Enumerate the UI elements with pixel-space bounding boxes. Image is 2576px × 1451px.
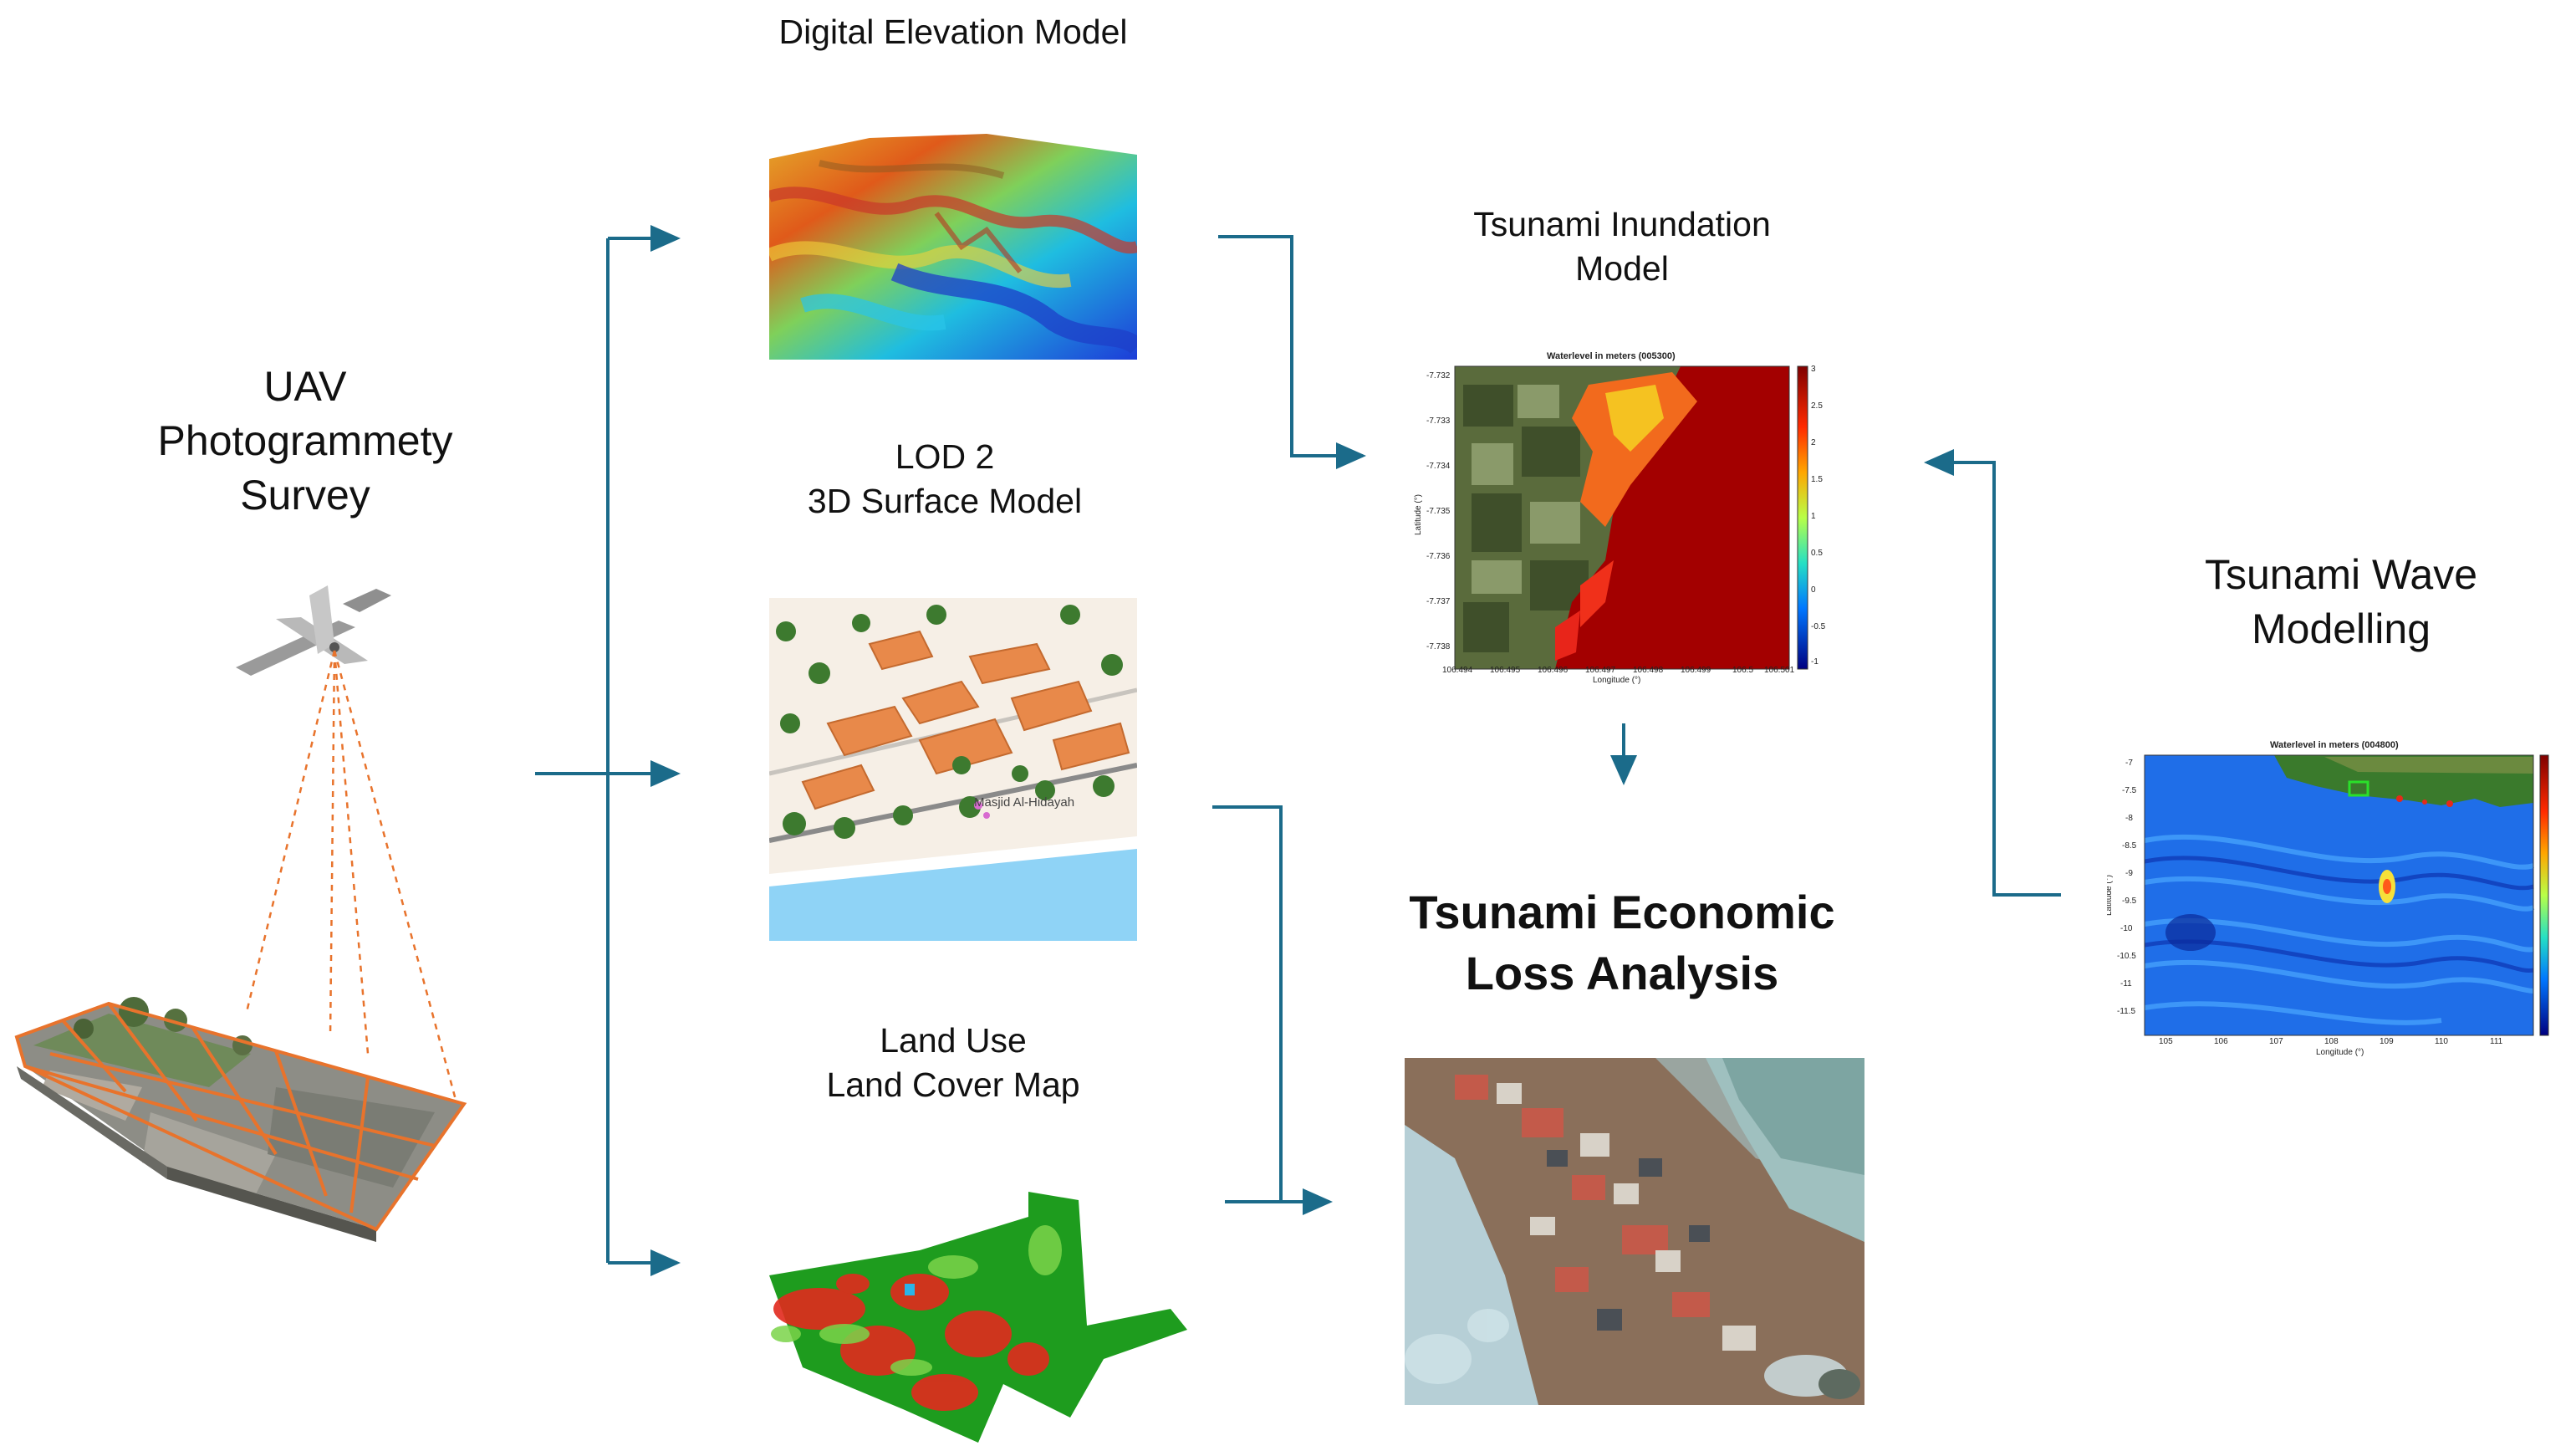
wave-y-tick-5: -9 xyxy=(2125,869,2133,878)
wave-model-plot: Waterlevel in meters (004800) Latitude (… xyxy=(2107,740,2558,1062)
inundation-y-tick-2: -7.733 xyxy=(1426,416,1451,426)
inundation-plot: Waterlevel in meters (005300) Latitud xyxy=(1413,351,1831,686)
lulc-map-image xyxy=(752,1167,1204,1451)
wave-y-tick-10: -11.5 xyxy=(2117,1007,2136,1016)
inundation-x-label: Longitude (°) xyxy=(1593,676,1641,685)
inundation-x-tick-8: 106.501 xyxy=(1764,666,1795,675)
footprint-grid xyxy=(14,1001,467,1232)
inundation-y-tick-5: -7.736 xyxy=(1426,552,1451,561)
inundation-cbar-tick-6: 0.5 xyxy=(1811,549,1823,558)
inundation-y-tick-6: -7.737 xyxy=(1426,597,1451,606)
uav-label-line-1: UAV xyxy=(263,363,347,410)
loss-title-line-1: Tsunami Economic xyxy=(1409,886,1835,938)
inundation-cbar-tick-9: -1 xyxy=(1811,657,1819,667)
wave-x-label: Longitude (°) xyxy=(2316,1048,2364,1057)
dem-terrain-graphic xyxy=(769,134,1137,360)
wave-x-tick-1: 105 xyxy=(2159,1037,2173,1046)
inundation-x-tick-5: 106.498 xyxy=(1633,666,1664,675)
loss-analysis-image xyxy=(1405,1058,1864,1405)
lulc-title-line-2: Land Cover Map xyxy=(826,1065,1080,1105)
inundation-cbar-tick-3: 2 xyxy=(1811,438,1816,447)
dem-title-text: Digital Elevation Model xyxy=(778,13,1128,51)
wave-plot-graphic xyxy=(2144,754,2549,1036)
inundation-y-tick-7: -7.738 xyxy=(1426,642,1451,651)
inundation-plot-title: Waterlevel in meters (005300) xyxy=(1547,351,1676,361)
inundation-cbar-tick-7: 0 xyxy=(1811,585,1816,595)
wave-title-line-1: Tsunami Wave xyxy=(2204,551,2478,598)
lulc-title: Land Use Land Cover Map xyxy=(744,1019,1162,1108)
dem-terrain-image xyxy=(769,130,1137,360)
lod2-city-graphic xyxy=(769,605,1137,941)
wave-x-tick-6: 110 xyxy=(2435,1037,2448,1046)
wave-y-label: Latitude (°) xyxy=(2107,874,2114,917)
inundation-x-tick-6: 106.499 xyxy=(1681,666,1711,675)
wave-y-tick-9: -11 xyxy=(2120,979,2132,989)
wave-x-tick-2: 106 xyxy=(2214,1037,2228,1046)
wave-y-tick-8: -10.5 xyxy=(2117,952,2136,961)
arrow-dem-to-inundation xyxy=(1218,235,1366,469)
wave-x-tick-4: 108 xyxy=(2324,1037,2339,1046)
inundation-title: Tsunami Inundation Model xyxy=(1405,202,1839,292)
uav-survey-label: UAV Photogrammety Survey xyxy=(84,360,527,523)
inundation-x-tick-4: 106.497 xyxy=(1585,666,1616,675)
uav-label-line-3: Survey xyxy=(240,472,370,519)
inundation-x-tick-1: 106.494 xyxy=(1442,666,1473,675)
inundation-x-tick-3: 106.496 xyxy=(1538,666,1569,675)
arrow-wave-to-inundation xyxy=(1924,449,2061,897)
drone-icon xyxy=(236,585,391,676)
wave-title: Tsunami Wave Modelling xyxy=(2124,548,2558,657)
arrow-lod2-to-loss xyxy=(1212,805,1283,1202)
wave-y-tick-6: -9.5 xyxy=(2122,897,2137,906)
loss-analysis-graphic xyxy=(1405,1058,1864,1405)
inundation-y-tick-1: -7.732 xyxy=(1426,371,1451,381)
lulc-map-graphic xyxy=(769,1192,1187,1443)
inundation-cbar-tick-4: 1.5 xyxy=(1811,475,1823,484)
lod2-title-line-2: 3D Surface Model xyxy=(807,482,1083,521)
inundation-cbar-tick-2: 2.5 xyxy=(1811,401,1823,411)
lod2-map-label: Masjid Al-Hidayah xyxy=(974,795,1075,810)
inundation-cbar-tick-8: -0.5 xyxy=(1811,622,1826,631)
inundation-plot-graphic xyxy=(1454,365,1808,670)
wave-title-line-2: Modelling xyxy=(2251,605,2431,652)
wave-y-tick-3: -8 xyxy=(2125,814,2133,823)
wave-x-tick-7: 111 xyxy=(2490,1037,2503,1046)
inundation-cbar-tick-1: 3 xyxy=(1811,365,1816,374)
lod2-title: LOD 2 3D Surface Model xyxy=(736,435,1154,524)
inundation-y-tick-3: -7.734 xyxy=(1426,462,1451,471)
point-cloud xyxy=(17,997,464,1242)
inundation-y-label: Latitude (°) xyxy=(1414,493,1424,536)
inundation-cbar-tick-5: 1 xyxy=(1811,512,1816,521)
wave-y-tick-7: -10 xyxy=(2120,924,2133,933)
inundation-title-line-1: Tsunami Inundation xyxy=(1473,205,1771,243)
wave-x-tick-3: 107 xyxy=(2269,1037,2283,1046)
lulc-title-line-1: Land Use xyxy=(880,1021,1027,1060)
wave-y-tick-2: -7.5 xyxy=(2122,786,2137,795)
scan-lines xyxy=(245,650,457,1101)
loss-title-line-2: Loss Analysis xyxy=(1465,946,1779,999)
inundation-x-tick-2: 106.495 xyxy=(1490,666,1521,675)
lod2-surface-image: Masjid Al-Hidayah xyxy=(769,598,1137,941)
lod2-title-line-1: LOD 2 xyxy=(895,437,995,476)
loss-title: Tsunami Economic Loss Analysis xyxy=(1338,882,1906,1004)
inundation-y-tick-4: -7.735 xyxy=(1426,507,1451,516)
wave-y-tick-4: -8.5 xyxy=(2122,841,2137,851)
inundation-title-line-2: Model xyxy=(1575,249,1669,289)
inundation-x-tick-7: 106.5 xyxy=(1732,666,1754,675)
wave-y-tick-1: -7 xyxy=(2125,759,2133,768)
wave-plot-title: Waterlevel in meters (004800) xyxy=(2270,740,2399,750)
dem-title: Digital Elevation Model xyxy=(702,10,1204,54)
uav-label-line-2: Photogrammety xyxy=(157,417,453,464)
wave-x-tick-5: 109 xyxy=(2380,1037,2394,1046)
